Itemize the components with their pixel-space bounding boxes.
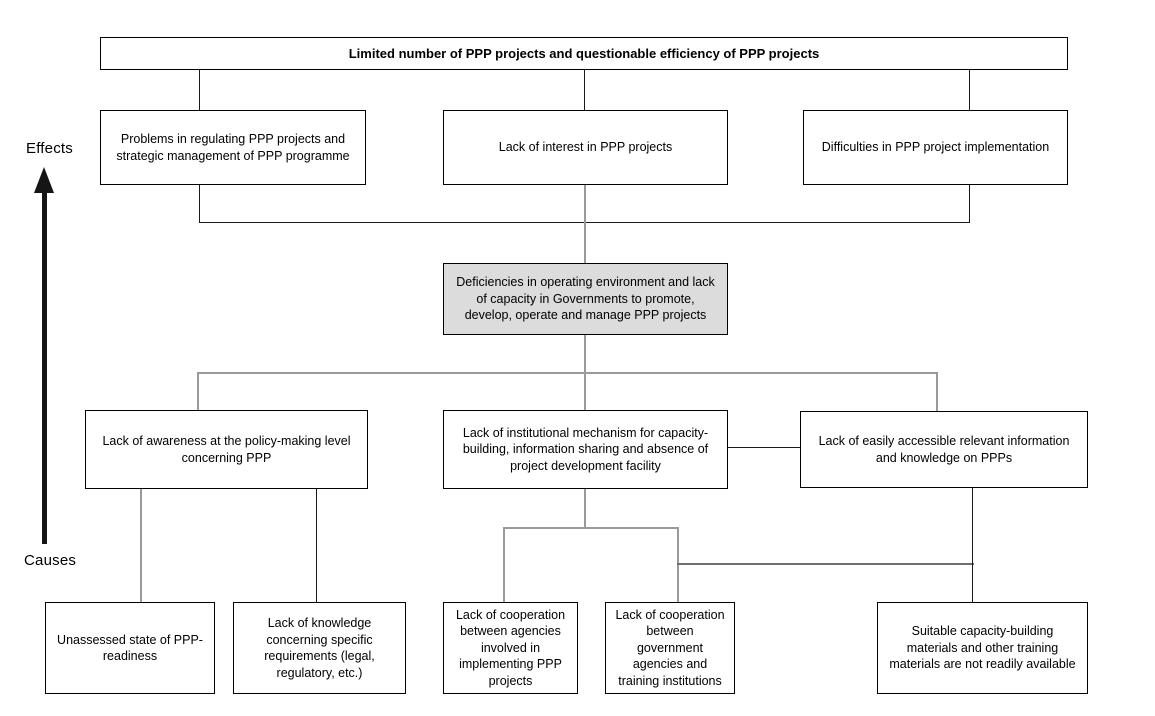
sub-cause-box-knowledge: Lack of knowledge concerning specific re…	[233, 602, 406, 694]
cause-box-institutional: Lack of institutional mechanism for capa…	[443, 410, 728, 489]
effect-box-interest: Lack of interest in PPP projects	[443, 110, 728, 185]
connector-cause2-cause3	[727, 447, 800, 448]
connector-causes-bus	[197, 372, 938, 374]
effect-box-regulating: Problems in regulating PPP projects and …	[100, 110, 366, 185]
up-arrow-head-icon	[34, 167, 54, 193]
sub-cause-box-training-cooperation: Lack of cooperation between government a…	[605, 602, 735, 694]
sub-cause-box-materials: Suitable capacity-building materials and…	[877, 602, 1088, 694]
causes-label: Causes	[24, 552, 77, 569]
connector-cause2-branch	[503, 527, 679, 529]
core-problem-box: Deficiencies in operating environment an…	[443, 263, 728, 335]
connector-top-to-effect1	[199, 70, 200, 110]
cause-box-information: Lack of easily accessible relevant infor…	[800, 411, 1088, 488]
effect-box-implementation: Difficulties in PPP project implementati…	[803, 110, 1068, 185]
connector-bus-to-cause1	[197, 372, 199, 410]
connector-effect1-down	[199, 184, 200, 223]
connector-branch-to-sub3	[503, 527, 505, 602]
top-problem-box: Limited number of PPP projects and quest…	[100, 37, 1068, 70]
up-arrow-shaft	[42, 190, 47, 544]
connector-cause3-to-sub5	[972, 488, 973, 602]
sub-cause-box-agency-cooperation: Lack of cooperation between agencies inv…	[443, 602, 578, 694]
cause-box-awareness: Lack of awareness at the policy-making l…	[85, 410, 368, 489]
connector-cause2-down	[584, 488, 586, 529]
connector-effect2-to-core	[584, 184, 586, 263]
connector-effect3-down	[969, 184, 970, 223]
sub-cause-box-readiness: Unassessed state of PPP-readiness	[45, 602, 215, 694]
connector-cause1-to-sub1	[140, 488, 142, 602]
connector-cause1-to-sub2	[316, 488, 317, 602]
connector-bus-to-cause3	[936, 372, 938, 411]
connector-top-to-effect3	[969, 70, 970, 110]
effects-label: Effects	[26, 140, 73, 157]
connector-top-to-effect2	[584, 70, 585, 110]
connector-sub4-to-cause3-branch	[677, 563, 974, 565]
